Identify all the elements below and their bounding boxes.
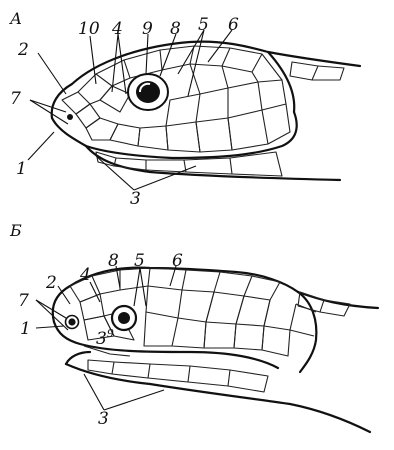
panel-a-label-6: 6 xyxy=(228,15,239,35)
panel-b-label-3-supra: 39 xyxy=(96,327,114,349)
panel-a-label-8: 8 xyxy=(170,19,181,39)
panel-b-label-3-superscript: 9 xyxy=(107,327,114,340)
panel-a-nostril xyxy=(67,114,73,120)
panel-a-label-7: 7 xyxy=(10,89,21,109)
panel-b: Б xyxy=(9,221,378,432)
panel-b-label-1: 1 xyxy=(20,319,31,339)
panel-a-label-2: 2 xyxy=(17,40,29,60)
panel-a-label-1: 1 xyxy=(16,159,27,179)
panel-b-label-3: 3 xyxy=(98,409,109,429)
panel-b-head-drawing xyxy=(53,268,378,432)
panel-b-eye xyxy=(112,306,136,330)
panel-a-label-9: 9 xyxy=(142,19,153,39)
panel-b-label-6: 6 xyxy=(172,251,183,271)
panel-b-letter: Б xyxy=(9,221,22,240)
panel-b-label-7: 7 xyxy=(18,291,29,311)
panel-a-label-4: 4 xyxy=(111,19,123,39)
panel-b-label-4: 4 xyxy=(79,265,91,285)
panel-a-letter: А xyxy=(9,9,22,28)
panel-a: А xyxy=(9,9,360,209)
panel-b-nostril xyxy=(66,316,79,329)
panel-a-eye xyxy=(128,74,168,110)
panel-a-label-3: 3 xyxy=(130,189,141,209)
panel-b-label-2: 2 xyxy=(45,273,57,293)
panel-a-head-drawing xyxy=(52,42,360,180)
panel-a-label-5: 5 xyxy=(198,15,209,35)
panel-b-label-3-base: 3 xyxy=(96,329,107,349)
panel-a-label-10: 10 xyxy=(78,19,100,39)
panel-b-label-8: 8 xyxy=(108,251,119,271)
panel-b-label-5: 5 xyxy=(134,251,145,271)
